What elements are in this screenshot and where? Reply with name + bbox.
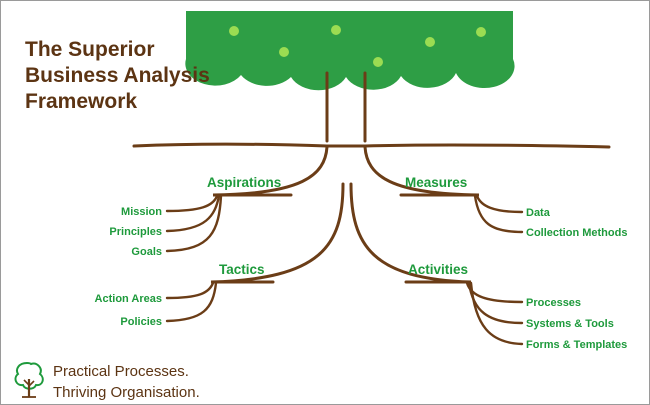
item-goals: Goals: [131, 246, 162, 258]
branch-principles: [165, 194, 221, 233]
item-data: Data: [526, 207, 551, 219]
branch-action-areas: [165, 281, 215, 300]
title-line-3: Framework: [25, 90, 137, 113]
category-aspirations: Aspirations: [207, 175, 281, 190]
item-policies: Policies: [120, 316, 162, 328]
branch-mission: [165, 194, 219, 213]
item-collection-methods: Collection Methods: [526, 227, 627, 239]
fruit-dot: [476, 27, 486, 37]
item-principles: Principles: [109, 226, 162, 238]
fruit-dot: [331, 25, 341, 35]
branch-collection-methods: [473, 194, 524, 234]
branch-policies: [165, 281, 218, 323]
title-line-1: The Superior: [25, 38, 155, 61]
branch-forms-templates: [469, 281, 524, 346]
branch-processes: [465, 281, 524, 304]
item-processes: Processes: [526, 297, 581, 309]
branch-goals: [165, 194, 223, 253]
tagline-line-2: Thriving Organisation.: [53, 384, 200, 401]
item-mission: Mission: [121, 206, 162, 218]
category-measures: Measures: [405, 175, 467, 190]
root-tactics: [210, 182, 345, 284]
title-line-2: Business Analysis: [25, 64, 210, 87]
item-action-areas: Action Areas: [95, 293, 162, 305]
item-systems-tools: Systems & Tools: [526, 318, 614, 330]
category-tactics: Tactics: [219, 262, 265, 277]
fruit-dot: [425, 37, 435, 47]
branch-systems-tools: [467, 281, 524, 325]
fruit-dot: [229, 26, 239, 36]
root-activities: [349, 182, 472, 284]
fruit-dot: [279, 47, 289, 57]
category-activities: Activities: [408, 262, 468, 277]
ground-line: [132, 142, 611, 149]
tree-trunk: [325, 71, 367, 143]
branch-data: [475, 194, 524, 214]
tagline-line-1: Practical Processes.: [53, 363, 189, 380]
fruit-dot: [373, 57, 383, 67]
root-aspirations: [212, 145, 329, 197]
canopy-shape: [185, 11, 515, 91]
root-measures: [363, 145, 480, 197]
tree-icon: [14, 361, 44, 398]
tree-canopy: [185, 11, 515, 91]
item-forms-templates: Forms & Templates: [526, 339, 627, 351]
